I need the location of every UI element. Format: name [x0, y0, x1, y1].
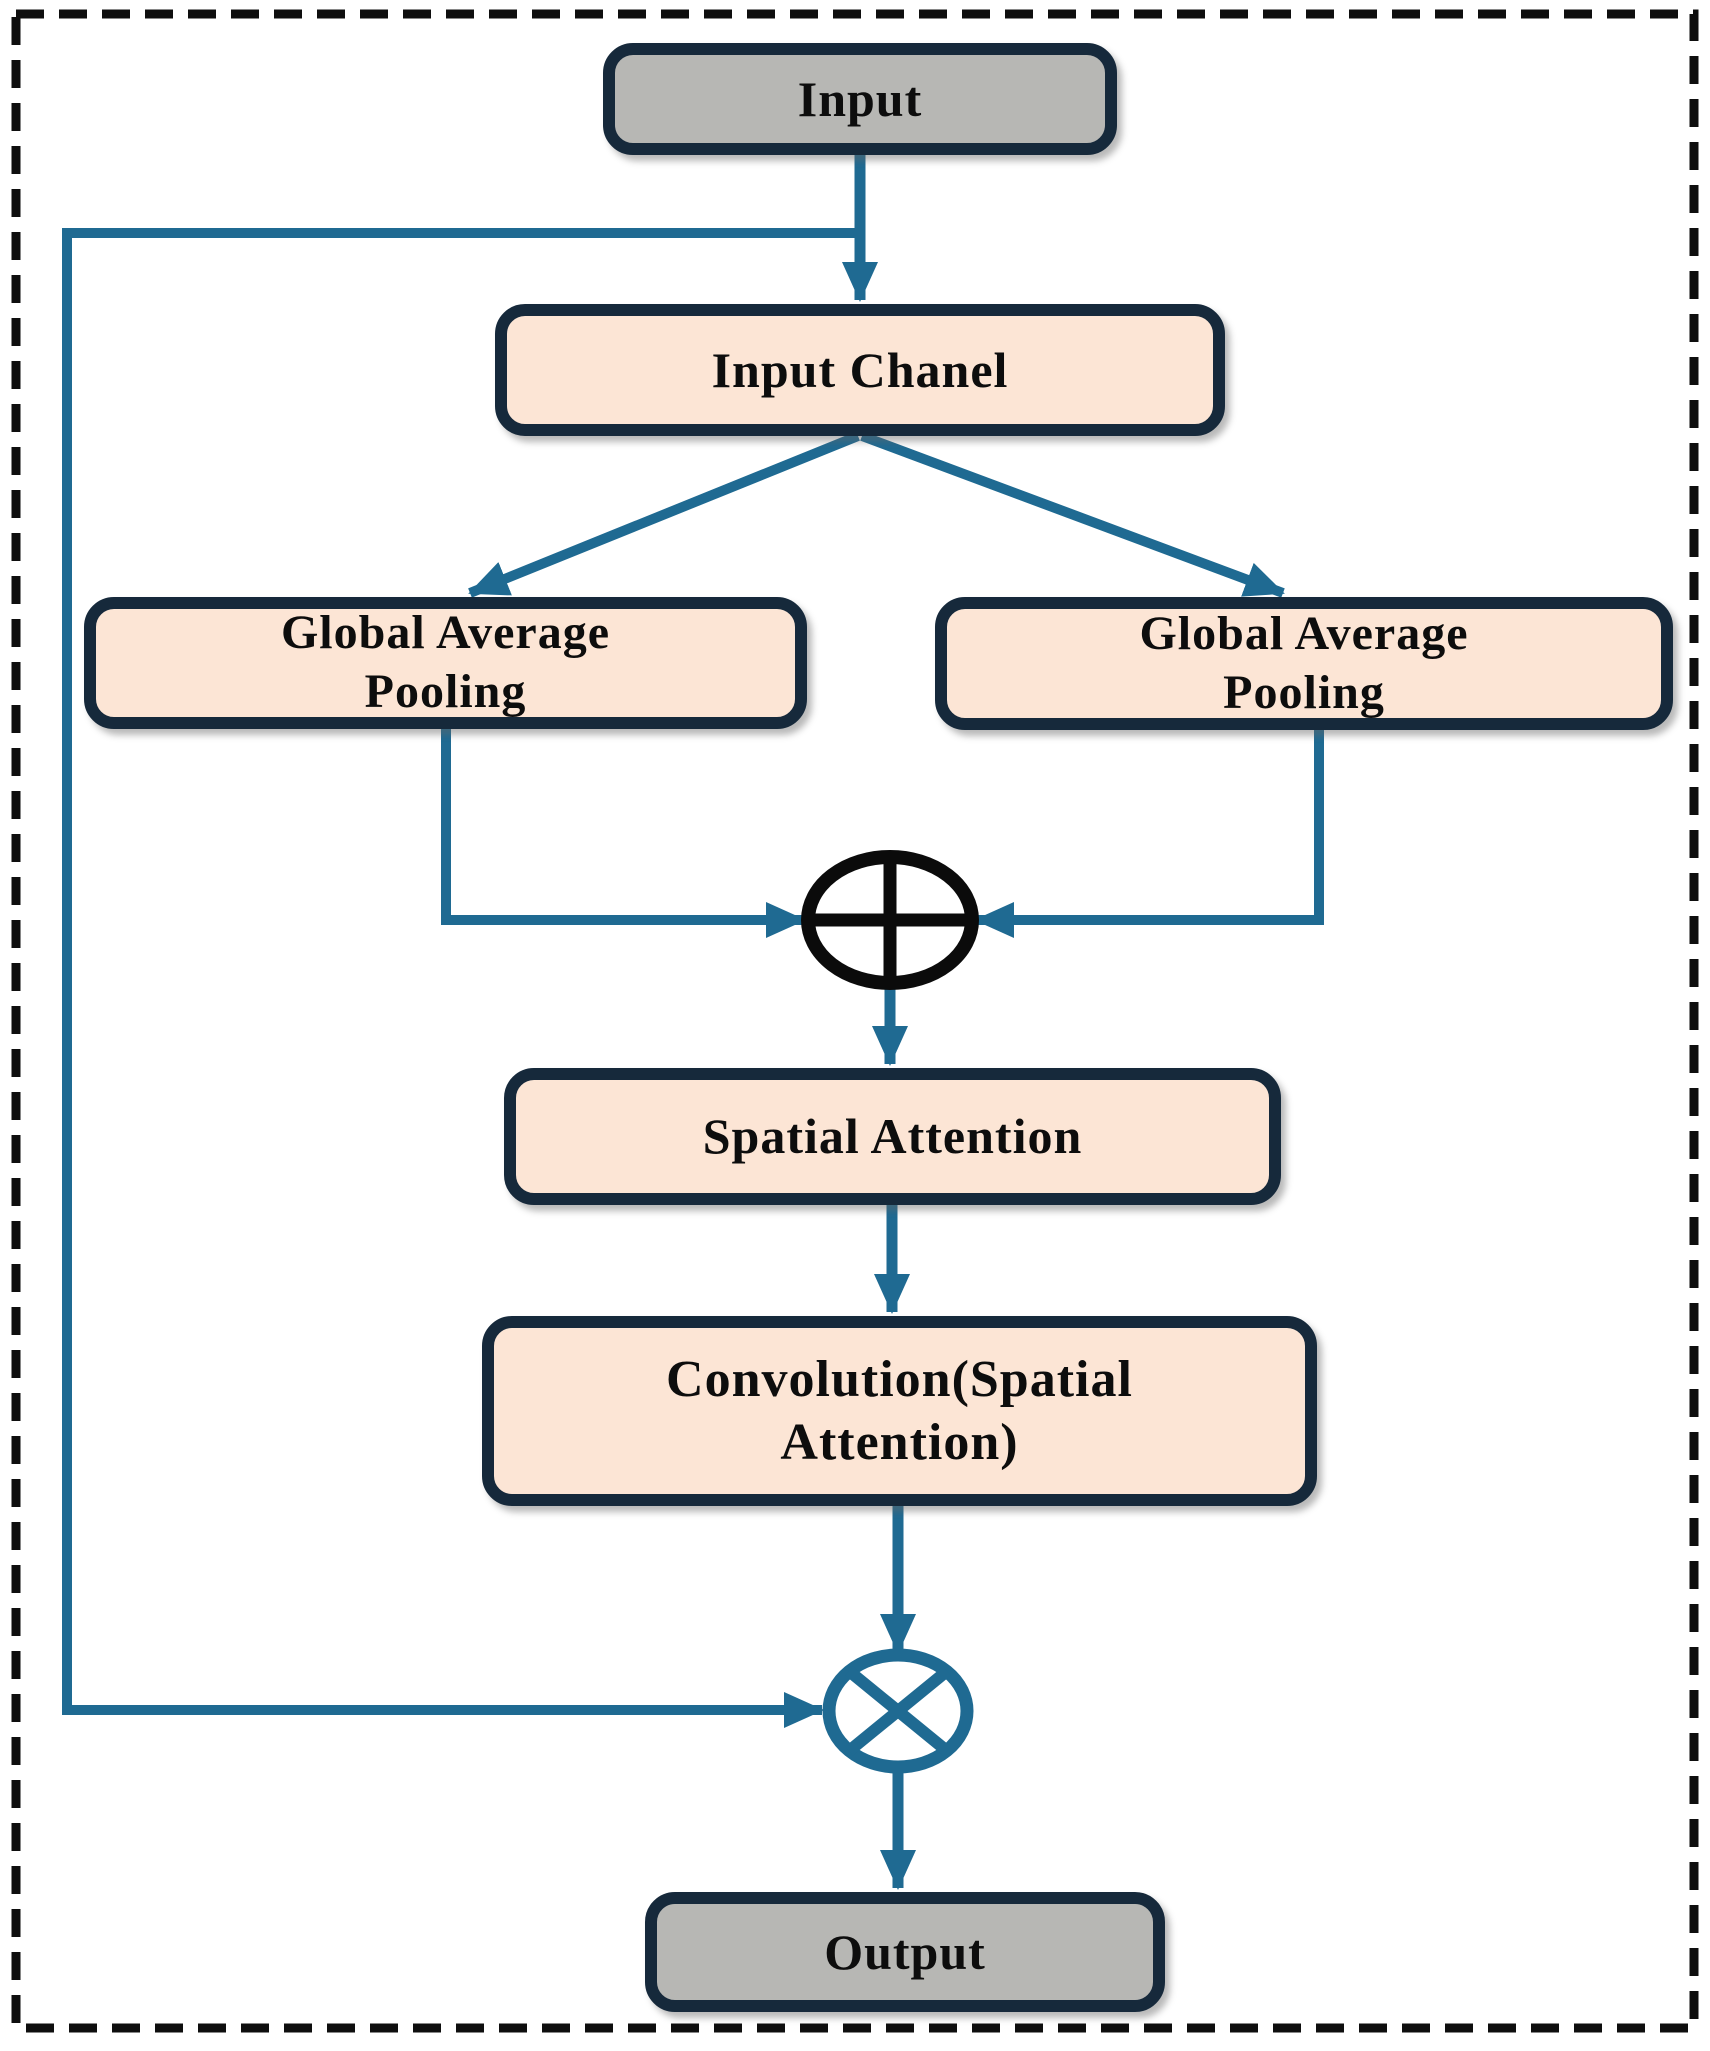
arrow-skip-connection: [62, 228, 860, 1728]
node-output: Output: [645, 1892, 1165, 2012]
node-global-average-pooling-left: Global Average Pooling: [84, 597, 807, 729]
node-output-label: Output: [824, 1923, 986, 1980]
node-input: Input: [603, 43, 1117, 155]
node-convolution-spatial-attention-label: Convolution(Spatial Attention): [666, 1350, 1133, 1471]
circled-times-icon: [822, 1648, 974, 1774]
arrow-input-chanel-to-gap-right: [860, 431, 1285, 598]
node-spatial-attention: Spatial Attention: [504, 1068, 1281, 1205]
circled-plus-icon: [801, 850, 979, 990]
node-input-chanel: Input Chanel: [495, 304, 1225, 436]
arrow-input-chanel-to-gap-left: [468, 431, 860, 598]
node-global-average-pooling-right: Global Average Pooling: [935, 597, 1673, 730]
arrow-gap-right-to-add: [974, 730, 1324, 938]
arrow-gap-left-to-add: [441, 729, 806, 938]
node-spatial-attention-label: Spatial Attention: [702, 1108, 1083, 1164]
node-input-chanel-label: Input Chanel: [711, 341, 1009, 398]
node-input-label: Input: [797, 70, 923, 127]
node-convolution-spatial-attention: Convolution(Spatial Attention): [482, 1316, 1317, 1506]
dashed-frame-border: [11, 9, 1699, 2033]
node-global-average-pooling-left-label: Global Average Pooling: [280, 606, 611, 718]
node-global-average-pooling-right-label: Global Average Pooling: [1139, 606, 1469, 719]
